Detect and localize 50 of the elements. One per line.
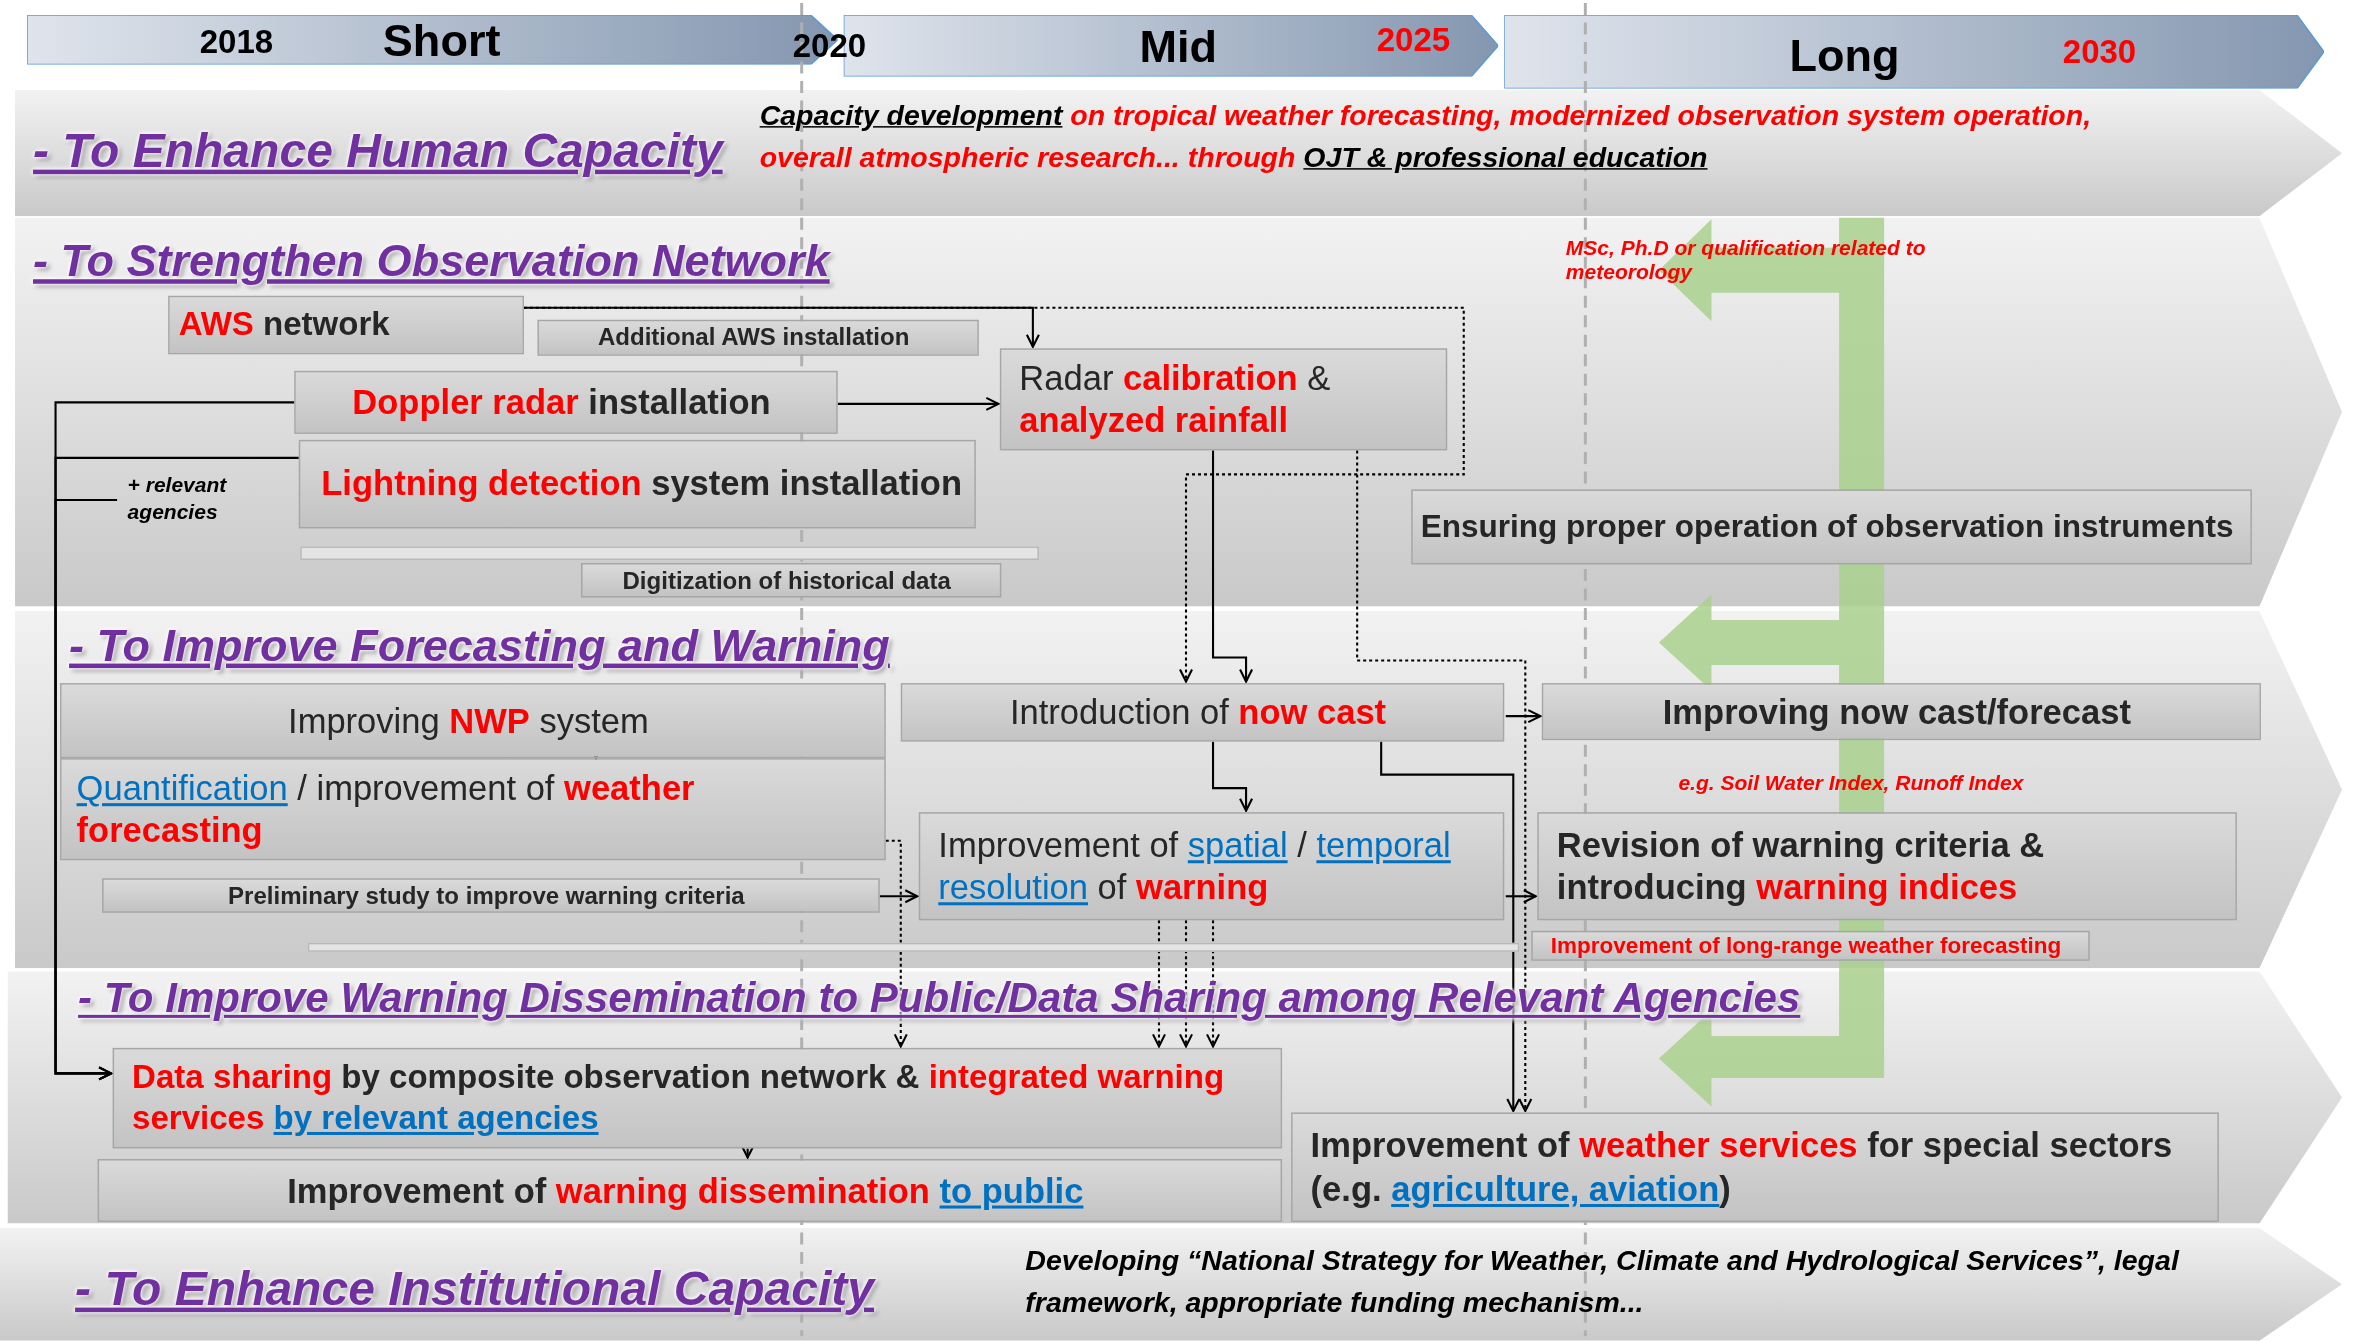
annotation-text: e.g. Soil Water Index, Runoff Index: [1678, 770, 2025, 795]
band-text: Developing “National Strategy for Weather, Climate and Hydrological Services”, legal framework, appropriate funding mechanism...: [1025, 1243, 2181, 1320]
connector-arrow: [54, 498, 118, 1081]
task-box: Improvement of spatial / temporal resolution of warning: [918, 812, 1505, 921]
task-box: Preliminary study to improve warning criteria: [102, 878, 880, 913]
annotation-text: MSc, Ph.D or qualification related to meteorology: [1565, 235, 1927, 284]
period-label: Short: [382, 15, 501, 67]
connector-arrow: [1505, 889, 1537, 904]
task-box: Improvement of weather services for special sectors (e.g. agriculture, aviation): [1291, 1112, 2219, 1223]
period-label: Mid: [1139, 21, 1217, 73]
connector-arrow: [1356, 450, 1533, 1112]
duration-bar: [300, 546, 1039, 560]
connector-arrow: [1505, 709, 1542, 724]
year-label: 2025: [1376, 21, 1451, 61]
task-box: Additional AWS installation: [537, 319, 979, 356]
year-label: 2030: [2062, 33, 2137, 73]
task-box: Improving NWP system: [60, 683, 886, 759]
connector-arrow: [1178, 920, 1194, 1048]
task-box: AWS network: [168, 295, 524, 355]
task-box: Improvement of warning dissemination to public: [97, 1159, 1283, 1223]
band-heading: - To Strengthen Observation Network: [33, 235, 830, 287]
task-box: Lightning detection system installation: [298, 439, 976, 529]
note-text: + relevant agencies: [117, 471, 268, 532]
task-box: Doppler radar installation: [294, 370, 838, 434]
task-box: Digitization of historical data: [581, 563, 1002, 598]
connector-arrow: [879, 889, 919, 904]
band-heading: - To Improve Forecasting and Warning: [69, 620, 890, 672]
task-box: Introduction of now cast: [900, 683, 1505, 742]
task-box: Data sharing by composite observation network & integrated warning services by relevant agencies: [112, 1047, 1283, 1149]
band-text: Capacity development on tropical weather forecasting, modernized observation system operation, overall atmospheric research... through OJT & professional education: [759, 98, 2093, 175]
year-label: 2020: [792, 27, 867, 67]
connector-arrow: [837, 396, 1000, 411]
task-box: Radar calibration & analyzed rainfall: [999, 348, 1448, 451]
connector-arrow: [1151, 920, 1167, 1048]
period-label: Long: [1789, 30, 1900, 82]
band-heading: - To Enhance Institutional Capacity: [75, 1261, 875, 1317]
duration-bar: [307, 942, 1520, 952]
task-box: Quantification / improvement of weather forecasting: [60, 758, 886, 861]
band-heading: - To Enhance Human Capacity: [33, 123, 723, 179]
year-label: 2018: [199, 22, 274, 62]
connector-arrow: [1212, 450, 1254, 683]
connector-arrow: [1380, 741, 1521, 1112]
connector-arrow: [885, 839, 908, 1048]
task-box: Improvement of long-range weather forecasting: [1531, 930, 2090, 961]
connector-arrow: [1212, 741, 1254, 812]
task-box: Improving now cast/forecast: [1541, 683, 2261, 741]
task-box: Ensuring proper operation of observation instruments: [1411, 489, 2252, 565]
task-box: Revision of warning criteria & introducing warning indices: [1537, 812, 2237, 921]
connector-arrow: [523, 306, 1465, 683]
connector-arrow: [1206, 920, 1221, 1048]
